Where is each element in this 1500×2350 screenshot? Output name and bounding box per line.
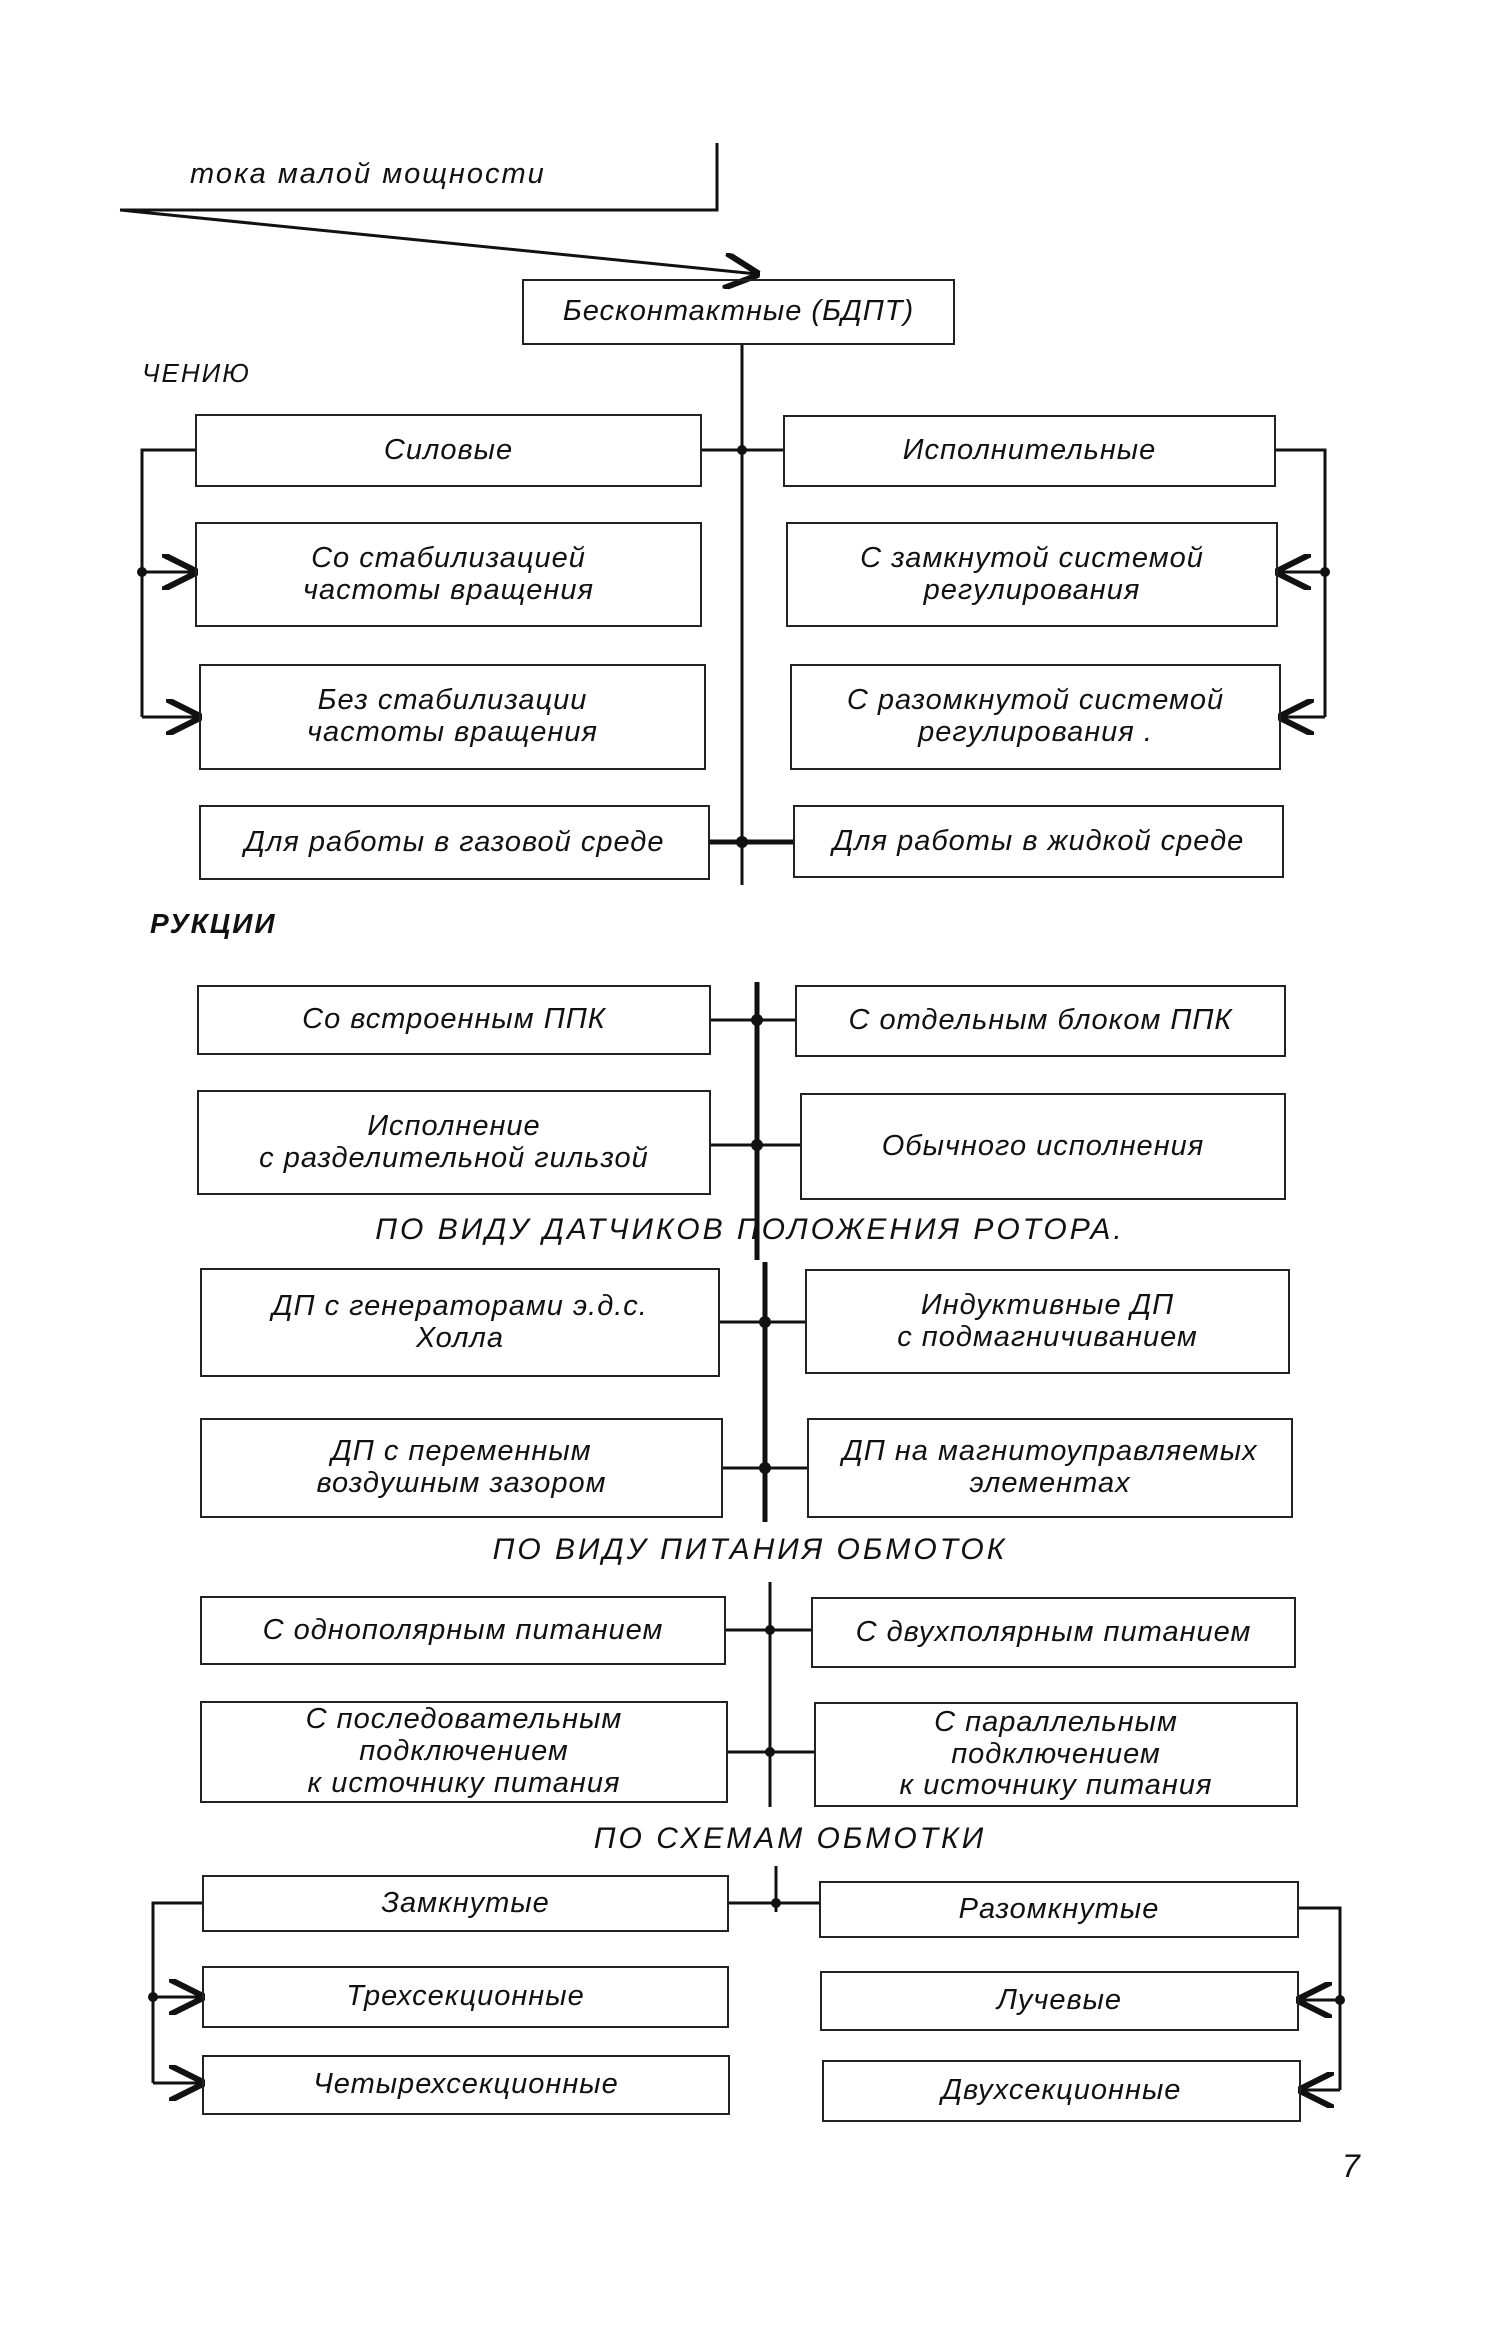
heading-rotor-sensors: ПО ВИДУ ДАТЧИКОВ ПОЛОЖЕНИЯ РОТОРА.	[375, 1213, 1125, 1246]
top-fragment-text: тока малой мощности	[190, 158, 546, 190]
node-parallel: С параллельным подключением к источнику …	[814, 1702, 1298, 1807]
heading-winding-schemes: ПО СХЕМАМ ОБМОТКИ	[593, 1822, 987, 1855]
node-inductive: Индуктивные ДП с подмагничиванием	[805, 1269, 1290, 1374]
node-liquid-medium: Для работы в жидкой среде	[793, 805, 1284, 878]
node-executive: Исполнительные	[783, 415, 1276, 487]
node-ordinary: Обычного исполнения	[800, 1093, 1286, 1200]
node-open: Разомкнутые	[819, 1881, 1299, 1938]
node-radial: Лучевые	[820, 1971, 1299, 2031]
node-closed: Замкнутые	[202, 1875, 729, 1932]
node-closed-loop: С замкнутой системой регулирования	[786, 522, 1278, 627]
node-with-speed-stab: Со стабилизацией частоты вращения	[195, 522, 702, 627]
node-bipolar: С двухполярным питанием	[811, 1597, 1296, 1668]
node-open-loop: С разомкнутой системой регулирования .	[790, 664, 1281, 770]
node-builtin-ppk: Со встроенным ППК	[197, 985, 711, 1055]
node-magnetocontrolled: ДП на магнитоуправляемых элементах	[807, 1418, 1293, 1518]
node-four-section: Четырехсекционные	[202, 2055, 730, 2115]
root-node: Бесконтактные (БДПТ)	[522, 279, 955, 345]
node-separate-ppk: С отдельным блоком ППК	[795, 985, 1286, 1057]
node-unipolar: С однополярным питанием	[200, 1596, 726, 1665]
node-hall-sensors: ДП с генераторами э.д.с. Холла	[200, 1268, 720, 1377]
section-label-1: ЧЕНИЮ	[142, 358, 251, 388]
heading-power-supply: ПО ВИДУ ПИТАНИЯ ОБМОТОК	[492, 1533, 1008, 1566]
node-variable-gap: ДП с переменным воздушным зазором	[200, 1418, 723, 1518]
node-without-speed-stab: Без стабилизации частоты вращения	[199, 664, 706, 770]
node-three-section: Трехсекционные	[202, 1966, 729, 2028]
node-separating-sleeve: Исполнение с разделительной гильзой	[197, 1090, 711, 1195]
node-two-section: Двухсекционные	[822, 2060, 1301, 2122]
page-number: 7	[1342, 2148, 1362, 2184]
node-series: С последовательным подключением к источн…	[200, 1701, 728, 1803]
section-label-2: РУКЦИИ	[150, 908, 277, 939]
node-power: Силовые	[195, 414, 702, 487]
node-gas-medium: Для работы в газовой среде	[199, 805, 710, 880]
